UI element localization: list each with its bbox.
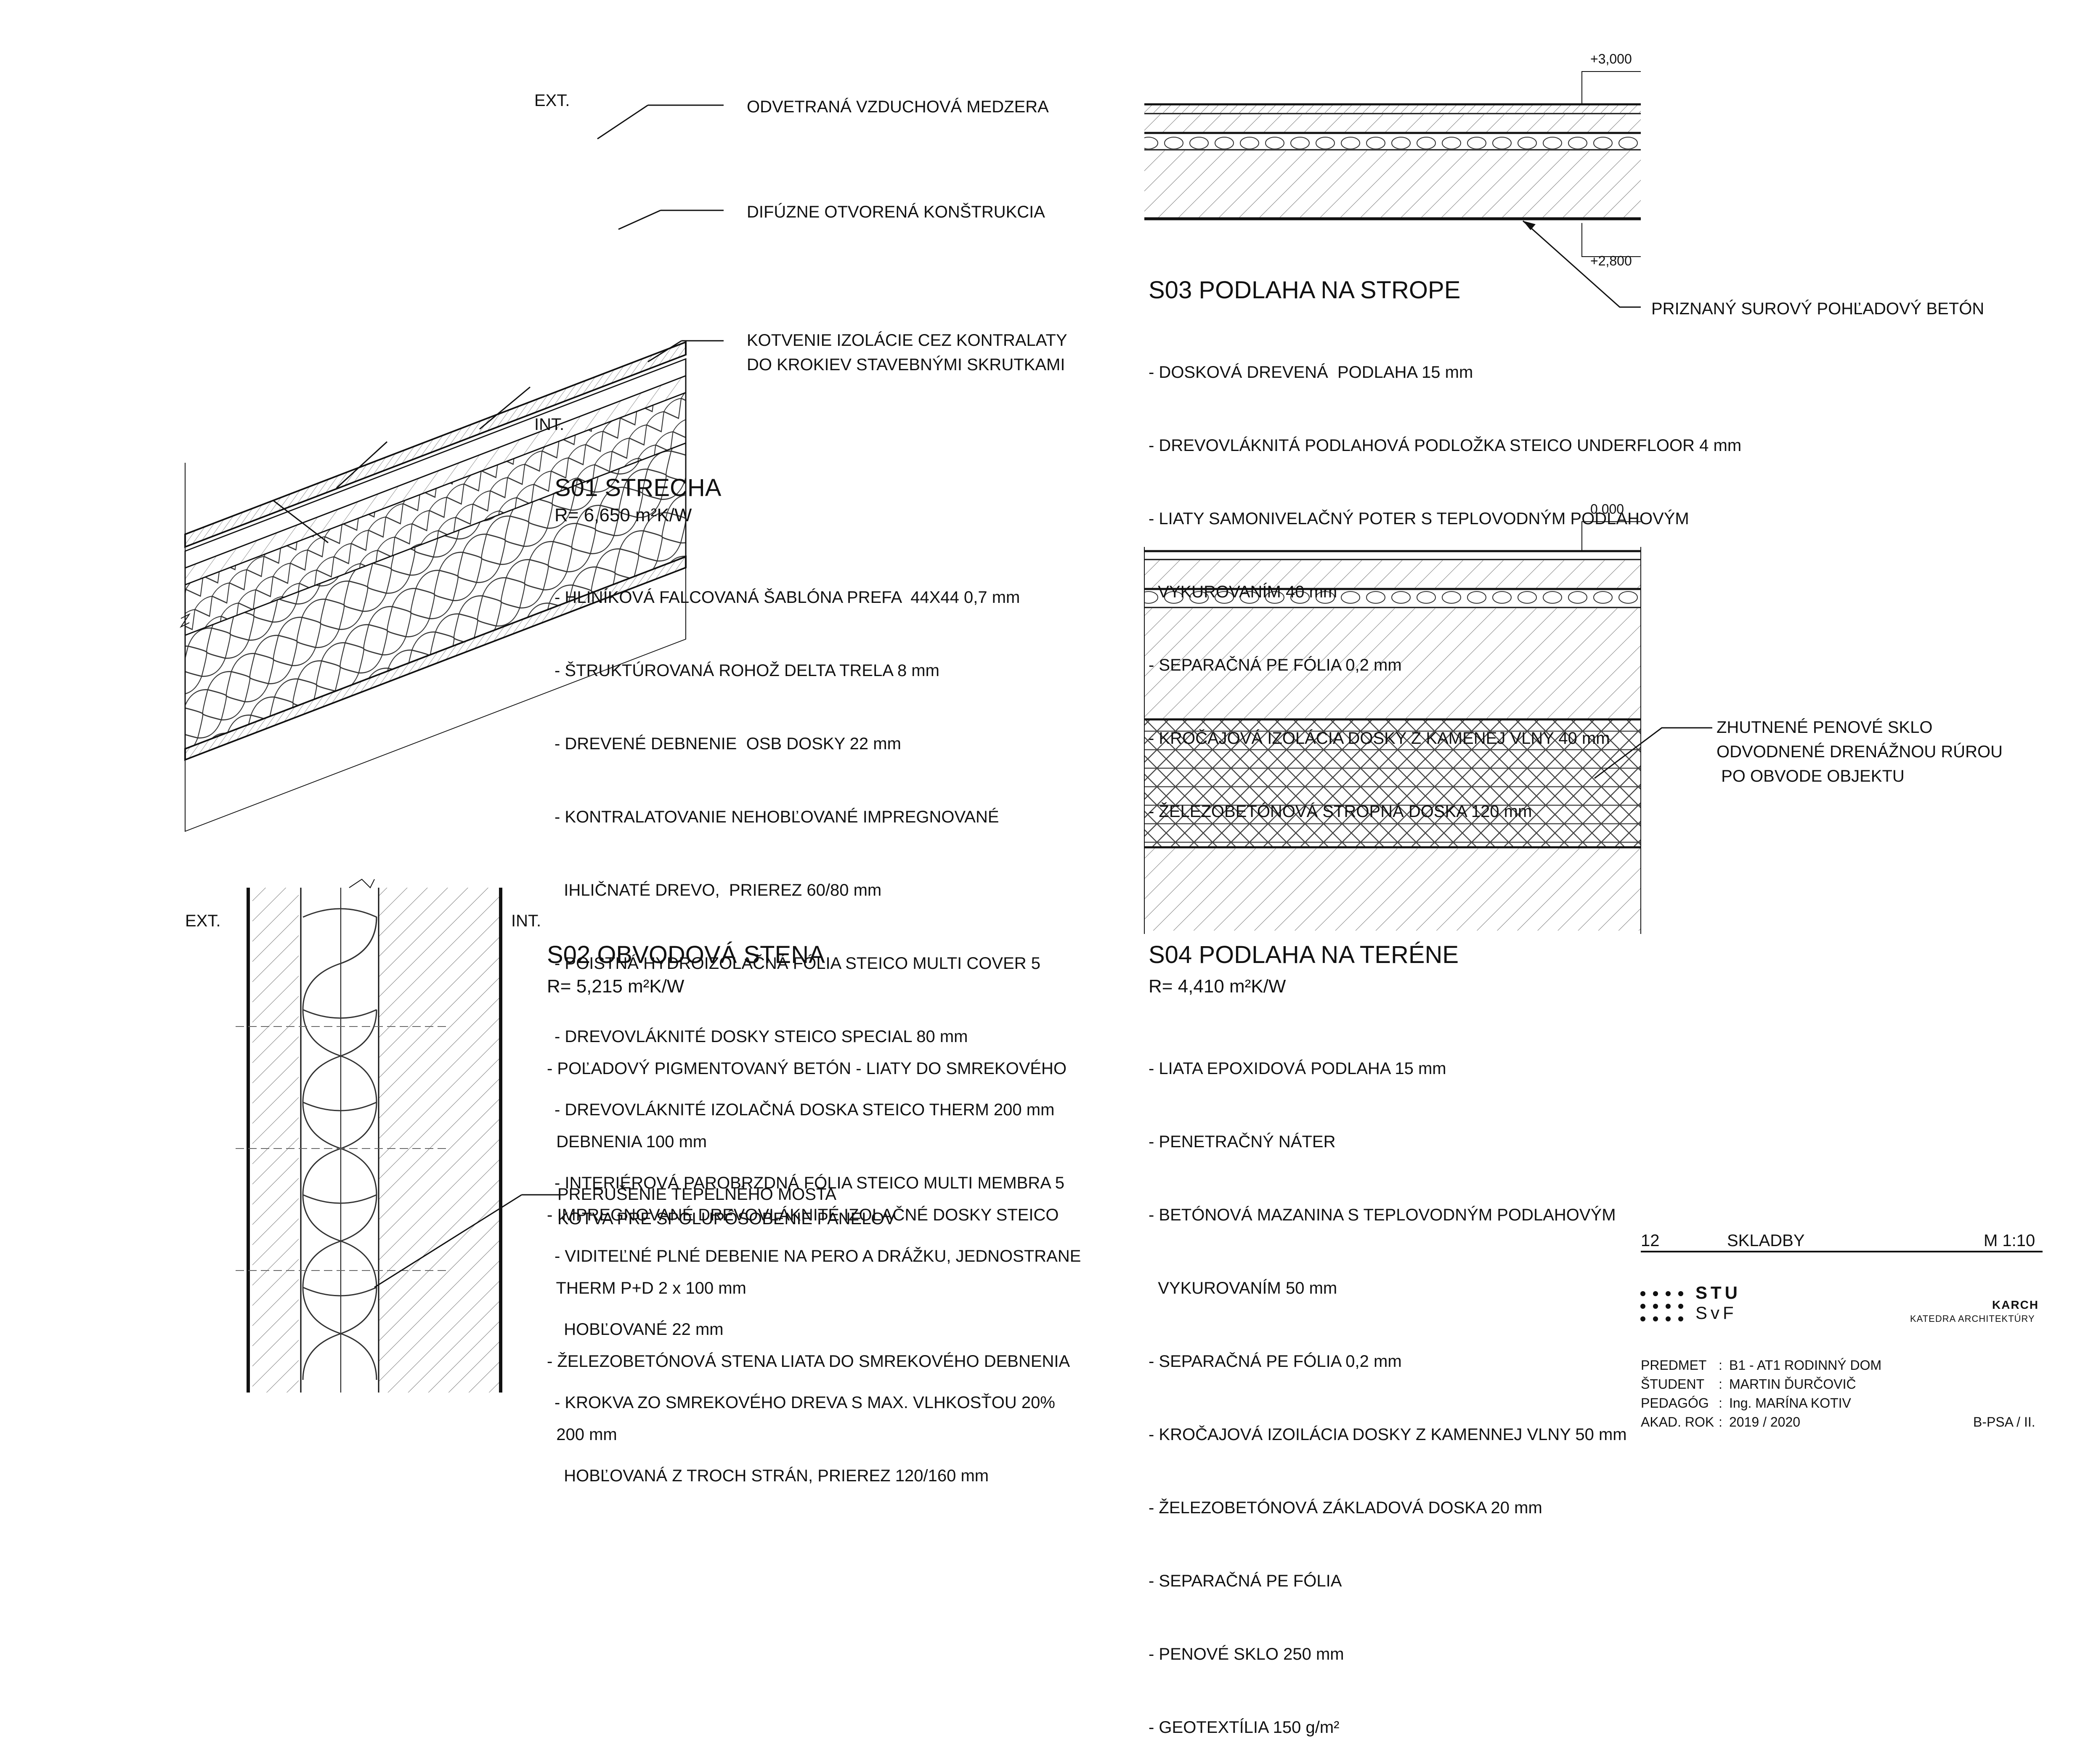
s02-ext-label: EXT. bbox=[185, 912, 221, 930]
s02-wall-section bbox=[236, 878, 560, 1393]
stu-logo-top: STU bbox=[1695, 1283, 1741, 1302]
s01-callout-anchor-2: DO KROKIEV STAVEBNÝMI SKRUTKAMI bbox=[747, 355, 1065, 374]
s01-callout-air-gap: ODVETRANÁ VZDUCHOVÁ MEDZERA bbox=[747, 98, 1049, 116]
list-item: - KONTRALATOVANIE NEHOBĽOVANÉ IMPREGNOVA… bbox=[555, 808, 999, 826]
s02-callout-bridge: PRERUŠENIE TEPELNÉHO MOSTA bbox=[557, 1185, 837, 1204]
s02-layer-list: - POĽADOVÝ PIGMENTOVANÝ BETÓN - LIATY DO… bbox=[547, 1008, 1070, 1471]
list-item: - ŽELEZOBETÓNOVÁ ZÁKLADOVÁ DOSKA 20 mm bbox=[1149, 1499, 1542, 1517]
list-item: HOBĽOVANÉ 22 mm bbox=[555, 1320, 724, 1339]
list-item: - DREVOVLÁKNITÁ PODLAHOVÁ PODLOŽKA STEIC… bbox=[1149, 436, 1742, 455]
list-item: - DREVOVLÁKNITÉ IZOLAČNÁ DOSKA STEICO TH… bbox=[555, 1101, 1055, 1119]
s02-callout-anchor: KOTVA PRE SPOLUPÔSOBENIE PANELOV bbox=[557, 1210, 896, 1228]
list-item: - POISTNÁ HYDROIZOLAČNÁ FÓLIA STEICO MUL… bbox=[555, 954, 1040, 973]
info-label: PEDAGÓG bbox=[1641, 1395, 1709, 1411]
list-item: VYKUROVANÍM 40 mm bbox=[1149, 583, 1337, 601]
list-item: - PENETRAČNÝ NÁTER bbox=[1149, 1133, 1336, 1151]
list-item: - BETÓNOVÁ MAZANINA S TEPLOVODNÝM PODLAH… bbox=[1149, 1206, 1616, 1224]
list-item: - KROKVA ZO SMREKOVÉHO DREVA S MAX. VLHK… bbox=[555, 1393, 1055, 1412]
list-item: - PENOVÉ SKLO 250 mm bbox=[1149, 1645, 1344, 1663]
list-item: - KROČAJOVÁ IZOILÁCIA DOSKY Z KAMENNEJ V… bbox=[1149, 1425, 1627, 1444]
s03-callout-concrete: PRIZNANÝ SUROVÝ POHĽADOVÝ BETÓN bbox=[1651, 300, 1985, 318]
list-item: - ŠTRUKTÚROVANÁ ROHOŽ DELTA TRELA 8 mm bbox=[555, 661, 939, 680]
info-value: B1 - AT1 RODINNÝ DOM bbox=[1729, 1358, 1882, 1373]
s04-r-value: R= 4,410 m²K/W bbox=[1149, 976, 1286, 997]
stu-logo-dots bbox=[1640, 1291, 1683, 1321]
list-item: - SEPARAČNÁ PE FÓLIA bbox=[1149, 1572, 1342, 1590]
list-item: - INTERIÉROVÁ PAROBRZDNÁ FÓLIA STEICO MU… bbox=[555, 1174, 1065, 1192]
s02-int-label: INT. bbox=[511, 912, 541, 930]
list-item: - DOSKOVÁ DREVENÁ PODLAHA 15 mm bbox=[1149, 363, 1473, 382]
s04-title: S04 PODLAHA NA TERÉNE bbox=[1149, 941, 1459, 968]
info-sep: : bbox=[1719, 1395, 1722, 1411]
list-item: IHLIČNATÉ DREVO, PRIEREZ 60/80 mm bbox=[555, 881, 882, 899]
s01-callout-diffusion: DIFÚZNE OTVORENÁ KONŠTRUKCIA bbox=[747, 203, 1045, 221]
list-item: - DREVOVLÁKNITÉ DOSKY STEICO SPECIAL 80 … bbox=[555, 1027, 968, 1046]
list-item: - VIDITEĽNÉ PLNÉ DEBENIE NA PERO A DRÁŽK… bbox=[555, 1247, 1081, 1265]
list-item: - DREVENÉ DEBNENIE OSB DOSKY 22 mm bbox=[555, 735, 901, 753]
s01-callout-anchor-1: KOTVENIE IZOLÁCIE CEZ KONTRALATY bbox=[747, 331, 1067, 350]
titleblock-lines bbox=[1640, 1251, 2043, 1321]
list-item: 200 mm bbox=[547, 1425, 617, 1444]
info-value: 2019 / 2020 bbox=[1729, 1414, 1801, 1430]
info-sep: : bbox=[1719, 1414, 1722, 1430]
info-label: AKAD. ROK bbox=[1641, 1414, 1714, 1430]
list-item: - ŽELEZOBETÓNOVÁ STENA LIATA DO SMREKOVÉ… bbox=[547, 1352, 1070, 1371]
info-sep: : bbox=[1719, 1377, 1722, 1392]
s01-layer-list: - HLINÍKOVÁ FALCOVANÁ ŠABLÓNA PREFA 44X4… bbox=[555, 536, 1081, 1512]
list-item: - SEPARAČNÁ PE FÓLIA 0,2 mm bbox=[1149, 1352, 1402, 1371]
list-item: THERM P+D 2 x 100 mm bbox=[547, 1279, 746, 1297]
s03-level-top: +3,000 bbox=[1590, 51, 1632, 66]
karch-subtitle: KATEDRA ARCHITEKTÚRY bbox=[1910, 1313, 2035, 1324]
s01-int-label: INT. bbox=[534, 415, 565, 434]
s02-title: S02 OBVODOVÁ STENA bbox=[547, 941, 825, 968]
s01-roof-section bbox=[180, 104, 724, 832]
s03-title: S03 PODLAHA NA STROPE bbox=[1149, 276, 1461, 304]
s04-callout-1: ZHUTNENÉ PENOVÉ SKLO bbox=[1717, 718, 1933, 737]
karch-logo: KARCH bbox=[1992, 1298, 2039, 1311]
list-item: - LIATA EPOXIDOVÁ PODLAHA 15 mm bbox=[1149, 1059, 1446, 1078]
list-item: - KROČAJOVÁ IZOLÁCIA DOSKY Z KAMENEJ VLN… bbox=[1149, 729, 1610, 748]
s04-callout-2: ODVODNENÉ DRENÁŽNOU RÚROU bbox=[1717, 743, 2003, 761]
s04-level-top: 0.000 bbox=[1590, 501, 1624, 517]
s01-title: S01 STRECHA bbox=[555, 474, 722, 501]
info-sep: : bbox=[1719, 1358, 1722, 1373]
sheet-name: SKLADBY bbox=[1727, 1231, 1805, 1250]
list-item: - LIATY SAMONIVELAČNÝ POTER S TEPLOVODNÝ… bbox=[1149, 509, 1689, 528]
s01-r-value: R= 6,650 m²K/W bbox=[555, 505, 692, 525]
sheet-scale: M 1:10 bbox=[1984, 1231, 2035, 1250]
info-label: ŠTUDENT bbox=[1641, 1377, 1705, 1392]
drawing-code: B-PSA / II. bbox=[1973, 1414, 2035, 1430]
s03-floor-section bbox=[1144, 71, 1641, 308]
list-item: - HLINÍKOVÁ FALCOVANÁ ŠABLÓNA PREFA 44X4… bbox=[555, 588, 1020, 607]
list-item: - IMPREGNOVANÉ DREVOVLÁKNITÉ IZOLAČNÉ DO… bbox=[547, 1206, 1059, 1224]
sheet-number: 12 bbox=[1641, 1231, 1660, 1250]
s03-level-bottom: +2,800 bbox=[1590, 253, 1632, 268]
list-item: DEBNENIA 100 mm bbox=[547, 1133, 707, 1151]
s04-callout-3: PO OBVODE OBJEKTU bbox=[1717, 767, 1905, 785]
s03-layer-list: - DOSKOVÁ DREVENÁ PODLAHA 15 mm - DREVOV… bbox=[1149, 311, 1741, 848]
list-item: - GEOTEXTÍLIA 150 g/m² bbox=[1149, 1718, 1340, 1737]
info-value: Ing. MARÍNA KOTIV bbox=[1729, 1395, 1851, 1411]
drawing-canvas bbox=[180, 71, 2043, 1393]
list-item: - ŽELEZOBETÓNOVÁ STROPNÁ DOSKA 120 mm bbox=[1149, 802, 1532, 821]
s04-floor-section bbox=[1144, 521, 1712, 934]
list-item: VYKUROVANÍM 50 mm bbox=[1149, 1279, 1337, 1297]
list-item: - SEPARAČNÁ PE FÓLIA 0,2 mm bbox=[1149, 656, 1402, 674]
info-value: MARTIN ĎURČOVIČ bbox=[1729, 1377, 1856, 1392]
list-item: - POĽADOVÝ PIGMENTOVANÝ BETÓN - LIATY DO… bbox=[547, 1059, 1067, 1078]
s04-layer-list: - LIATA EPOXIDOVÁ PODLAHA 15 mm - PENETR… bbox=[1149, 1008, 1627, 1764]
info-label: PREDMET bbox=[1641, 1358, 1707, 1373]
s02-r-value: R= 5,215 m²K/W bbox=[547, 976, 685, 997]
stu-logo-bottom: SvF bbox=[1695, 1303, 1737, 1323]
s01-ext-label: EXT. bbox=[534, 91, 570, 110]
